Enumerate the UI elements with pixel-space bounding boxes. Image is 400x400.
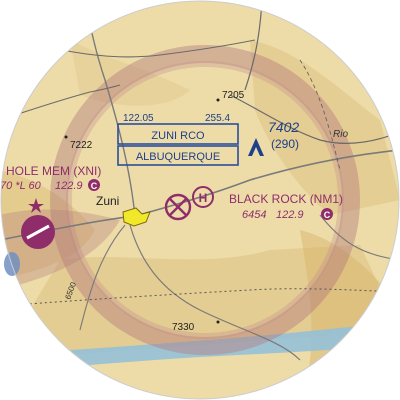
terrain-patch-s: [1, 245, 399, 360]
road-ne: [229, 94, 399, 144]
airport-nm1-frequency: 122.9: [276, 209, 304, 221]
class-e-ring-inner: [66, 61, 344, 339]
elev-7330: 7330: [172, 322, 195, 333]
airport-nm1-elevation: 6454: [242, 209, 266, 221]
rco-name: ZUNI RCO: [151, 130, 205, 142]
rco-freq-right: 255.4: [205, 113, 230, 124]
river-band: [1, 322, 399, 372]
vor-frequency: (290): [271, 137, 299, 151]
elev-7222: 7222: [70, 140, 93, 151]
airport-nm1-name: BLACK ROCK (NM1): [229, 192, 343, 206]
airport-nm1-symbol: [164, 193, 192, 221]
town-label: Zuni: [96, 194, 119, 208]
road-sw: [79, 224, 126, 331]
airport-xni-info: 70 *L 60: [0, 180, 42, 192]
road-east-low: [319, 214, 399, 261]
rco-facility: ALBUQUERQUE: [136, 151, 220, 163]
rco-facility-box: [117, 145, 239, 166]
spot-7330: [216, 320, 220, 324]
heliport-icon: H: [192, 186, 214, 208]
boundary-line: [299, 59, 341, 171]
ctaf-symbol-xni: C: [91, 181, 98, 191]
heliport-symbol: H: [199, 191, 208, 205]
town-polygon: [122, 207, 151, 227]
road-main: [1, 149, 399, 241]
terrain-patch-n: [70, 40, 190, 106]
vor-elevation: 7402: [268, 119, 299, 135]
class-e-ring: [50, 45, 360, 355]
airport-xni-frequency: 122.9: [55, 180, 83, 192]
road-south: [129, 224, 301, 361]
beacon-star-icon: [28, 198, 44, 213]
elev-7205: 7205: [222, 90, 245, 101]
airport-xni-symbol: [21, 215, 55, 249]
navaid-icon: [248, 138, 264, 156]
terrain-patch-ne: [250, 40, 399, 215]
ctaf-icon-nm1: C: [321, 208, 333, 220]
spot-7205: [216, 98, 220, 102]
ctaf-symbol-nm1: C: [324, 210, 331, 220]
ctaf-icon-xni: C: [88, 179, 100, 191]
airport-xni-name: HOLE MEM (XNI): [6, 164, 101, 178]
river-label: Rio: [333, 129, 348, 140]
road-west: [1, 84, 121, 121]
road-north-top: [39, 39, 256, 58]
spot-7222: [64, 135, 68, 139]
rco-name-box: [117, 123, 239, 145]
rco-freq-left: 122.05: [123, 113, 154, 124]
